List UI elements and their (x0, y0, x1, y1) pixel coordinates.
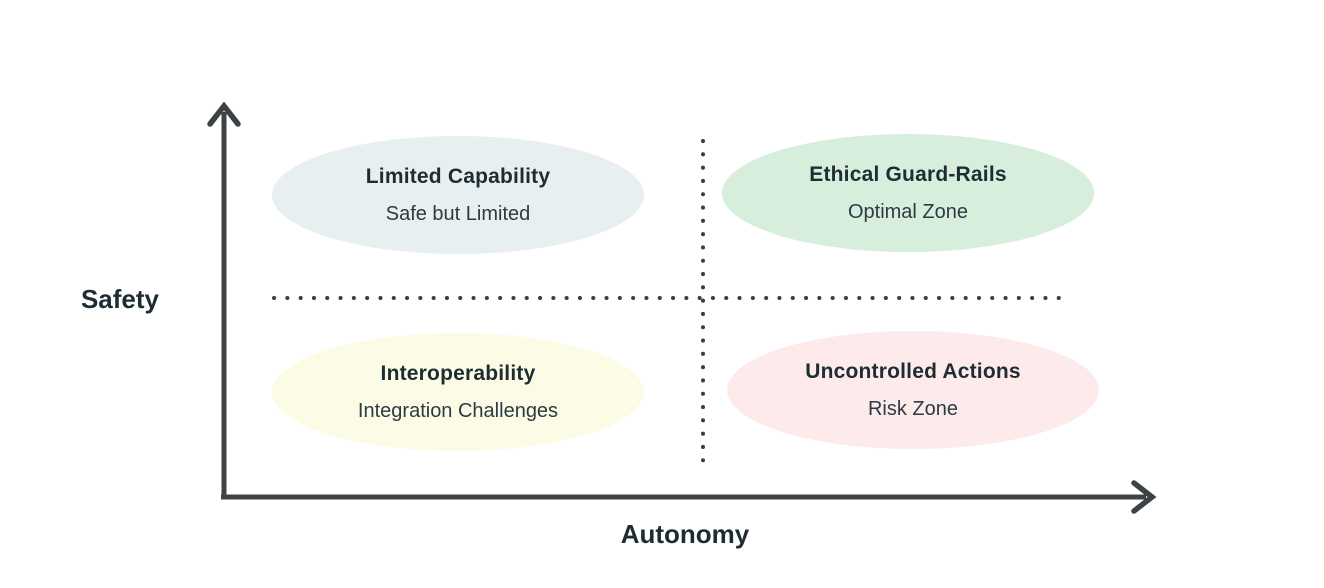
quadrant-title: Ethical Guard-Rails (809, 162, 1007, 186)
x-axis-label: Autonomy (620, 519, 750, 549)
arrow-right-icon (1131, 480, 1157, 514)
quadrant-title: Limited Capability (365, 164, 551, 188)
quadrant-subtitle: Optimal Zone (847, 201, 969, 224)
y-axis (207, 101, 241, 499)
y-axis-label: Safety (80, 284, 160, 314)
quadrant-bubble-bottom-right: Uncontrolled Actions Risk Zone (727, 331, 1099, 449)
quadrant-subtitle: Risk Zone (867, 398, 959, 421)
x-axis (221, 480, 1157, 514)
quadrant-bubble-top-left: Limited Capability Safe but Limited (272, 136, 644, 254)
quadrant-bubble-bottom-left: Interoperability Integration Challenges (272, 333, 644, 451)
quadrant-subtitle: Safe but Limited (385, 203, 531, 226)
quadrant-subtitle: Integration Challenges (357, 400, 559, 423)
quadrant-title: Interoperability (380, 361, 536, 385)
quadrant-bubble-top-right: Ethical Guard-Rails Optimal Zone (722, 134, 1094, 252)
quadrant-title: Uncontrolled Actions (805, 359, 1021, 383)
arrow-up-icon (207, 101, 241, 127)
